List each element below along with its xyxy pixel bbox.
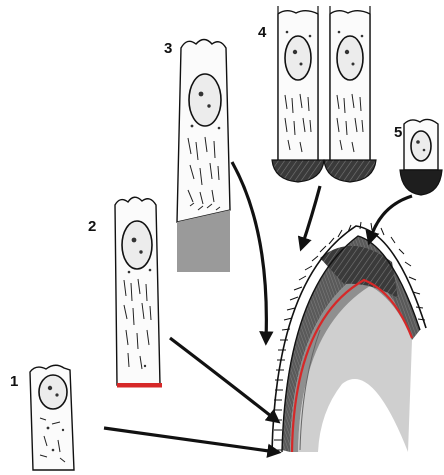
stage-4-label: 4: [258, 24, 267, 41]
stage-3-label: 3: [164, 40, 172, 57]
stage-2-cell: [115, 197, 160, 385]
arrow-stage-5: [370, 196, 412, 240]
arrow-stage-3: [232, 162, 266, 340]
stage-5-label: 5: [394, 124, 402, 141]
stage-1-cell: [30, 365, 74, 470]
stage-3-cell: [177, 40, 230, 273]
stage-1-label: 1: [10, 373, 18, 390]
stage-5-cell: [400, 119, 442, 195]
arrow-stage-2: [170, 338, 276, 420]
stage-2-label: 2: [88, 218, 96, 235]
stage-2-red-boundary: [117, 383, 162, 388]
arrow-stage-1: [104, 428, 276, 452]
arrow-stage-4: [302, 186, 320, 246]
stage-4-cell-right: [324, 6, 376, 182]
tooth-crown-section: [272, 222, 426, 452]
stage-4-cell-left: [272, 6, 324, 182]
